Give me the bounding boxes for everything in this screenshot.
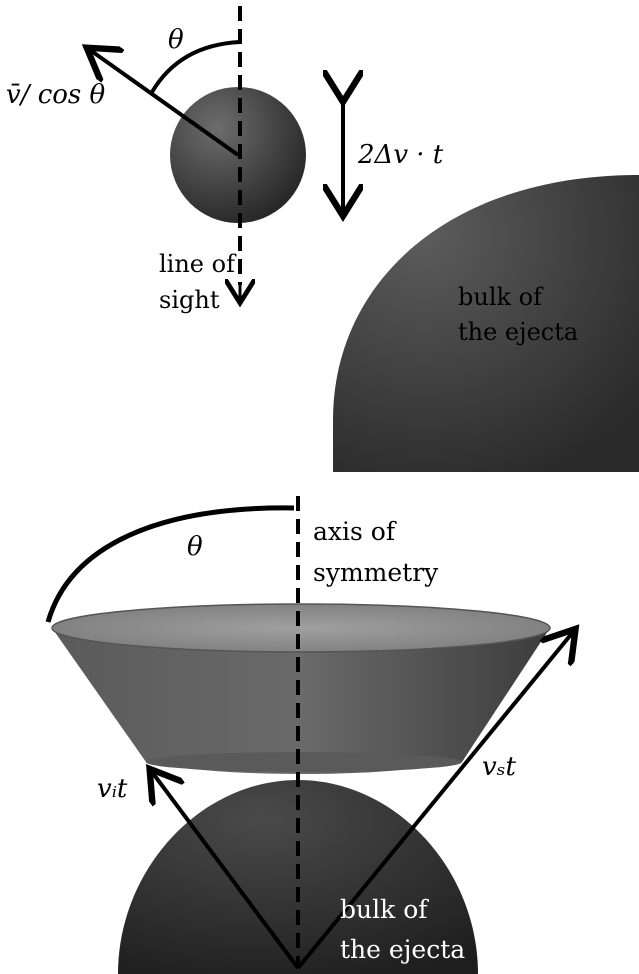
theta-label-top: θ	[168, 25, 184, 55]
bottom-panel: θ axis of symmetry vᵢt vₛt bulk of the e…	[45, 496, 573, 974]
velocity-label: v̄/ cos θ	[6, 80, 106, 110]
cone-top-rim	[51, 603, 551, 653]
outer-velocity-label: vₛt	[482, 752, 516, 782]
bulk-label-top-line2: the ejecta	[458, 318, 578, 346]
line-of-sight-label-line1: line of	[159, 250, 237, 278]
theta-label-bottom: θ	[187, 532, 203, 562]
cone-shell	[52, 628, 550, 774]
cone-bottom-rim	[146, 752, 462, 772]
angle-arc-bottom	[45, 505, 295, 623]
top-panel: bulk of the ejecta θ v̄/ cos θ 2Δv · t l…	[6, 6, 639, 472]
axis-label-line2: symmetry	[313, 558, 439, 587]
angle-arc-top	[150, 40, 241, 94]
axis-label-line1: axis of	[313, 517, 397, 546]
line-of-sight-label-line2: sight	[159, 286, 220, 314]
bulk-label-top-line1: bulk of	[458, 283, 544, 311]
velocity-vector-arrow	[90, 50, 240, 157]
bulk-ejecta-quarter	[333, 175, 639, 472]
inner-velocity-arrow	[152, 772, 300, 970]
inner-velocity-label: vᵢt	[97, 774, 128, 804]
thickness-label: 2Δv · t	[357, 140, 444, 170]
bulk-label-bottom-line1: bulk of	[340, 895, 429, 924]
bulk-label-bottom-line2: the ejecta	[340, 935, 465, 964]
outer-velocity-arrow	[296, 632, 573, 970]
